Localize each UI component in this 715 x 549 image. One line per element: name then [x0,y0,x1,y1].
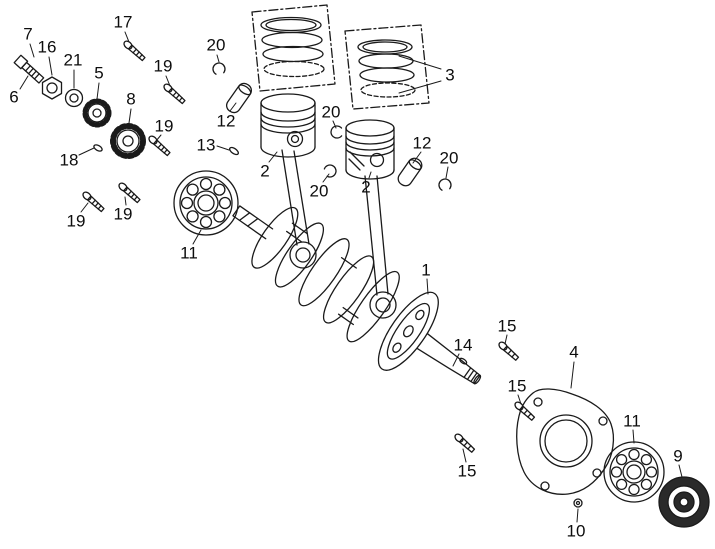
circlip [438,178,452,192]
gear-key [93,144,103,152]
screw [118,182,141,204]
bolt [13,54,45,84]
woodruff-key [229,146,239,156]
piston-right [345,119,395,180]
piston-pin [225,82,253,114]
screw [148,135,171,157]
piston-left [260,93,316,158]
screw [454,433,476,453]
crankshaft [232,205,482,385]
screw [123,40,146,62]
circlip [212,62,226,76]
circlip [330,125,344,139]
gear-small [82,98,112,128]
ring-set-right [344,24,430,110]
ball-bearing-left [173,170,239,236]
circlip [323,164,337,178]
connecting-rod-left [281,149,317,269]
piston-pin [397,157,423,187]
bearing-plate [516,388,615,495]
washer [64,88,84,108]
connecting-rod-right [364,175,397,319]
dowel-pin [573,498,583,508]
ball-bearing-right [603,441,665,503]
screw [498,341,520,361]
gear-large [110,123,146,159]
screw [514,401,536,421]
leader-lines [19,31,683,523]
screw [163,83,186,105]
ring-set-left [251,4,336,92]
oil-seal [658,476,710,528]
nut [41,76,63,100]
screw [82,191,105,213]
